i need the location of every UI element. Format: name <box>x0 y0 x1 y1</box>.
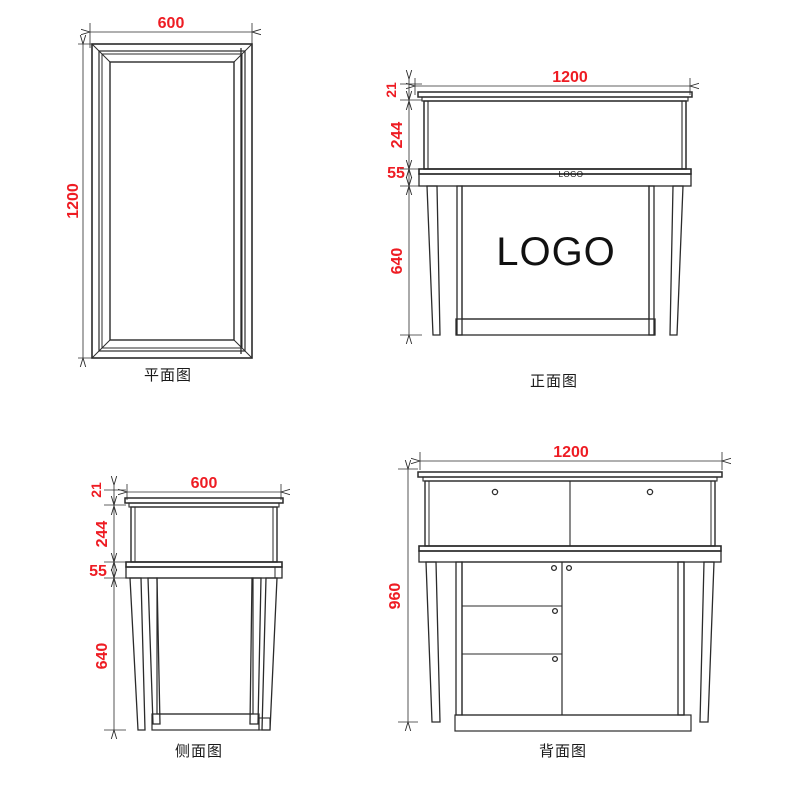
back-leg-far-left <box>425 561 441 723</box>
side-top-cap <box>124 497 284 504</box>
side-plinth <box>151 713 260 731</box>
back-top-cap <box>417 471 723 478</box>
front-leg-left-outer <box>426 185 441 336</box>
front-band-logo-text: LOGO <box>559 170 584 179</box>
side-band-label: 55 <box>89 563 107 580</box>
dimension-text-layer: 600 1200 1200 21 244 55 640 600 21 244 5… <box>65 15 589 669</box>
side-plinth-outer <box>258 717 271 731</box>
front-glass-case <box>423 100 687 170</box>
front-leg-label: 640 <box>389 248 406 275</box>
back-view-group <box>398 452 723 732</box>
plan-outer-frame <box>91 43 253 359</box>
back-counter-band-face <box>418 550 722 563</box>
back-leg-far-right <box>699 561 715 723</box>
front-band-label: 55 <box>387 165 405 182</box>
plan-depth-label: 1200 <box>65 183 82 219</box>
front-top-cap <box>417 91 693 98</box>
plan-glass-opening <box>109 61 235 341</box>
brand-text-layer: LOGO LOGO <box>496 170 616 274</box>
front-plinth <box>455 318 656 336</box>
front-panel-logo-text: LOGO <box>496 230 616 274</box>
back-lower-cabinet <box>461 561 685 716</box>
back-lower-lock-b <box>565 564 573 572</box>
back-lower-lock-a <box>550 564 558 572</box>
front-view-label: 正面图 <box>530 372 579 390</box>
back-view-label: 背面图 <box>539 742 588 760</box>
front-leg-left-inner <box>456 185 463 336</box>
front-leg-right-inner <box>648 185 655 336</box>
side-leg-back-outer <box>261 577 278 731</box>
side-cap-label: 21 <box>88 482 104 498</box>
front-cap-label: 21 <box>383 82 399 98</box>
side-view-label: 侧面图 <box>175 742 224 760</box>
plan-view-group <box>78 23 252 358</box>
front-counter-band-face <box>418 173 692 187</box>
back-lower-lock-d <box>551 655 559 663</box>
back-leg-left-inner <box>455 561 463 716</box>
front-width-label: 1200 <box>552 69 588 86</box>
side-leg-back-inner <box>249 577 262 725</box>
side-leg-front-outer <box>129 577 146 731</box>
side-vertical-dimension-chain <box>104 485 126 730</box>
side-counter-band <box>125 561 283 568</box>
side-glass-case <box>130 506 278 563</box>
back-lower-lock-c <box>551 607 559 615</box>
back-height-label: 960 <box>387 583 404 610</box>
side-depth-label: 600 <box>191 475 218 492</box>
plan-view-label: 平面图 <box>144 366 193 384</box>
front-counter-band <box>418 168 692 175</box>
side-leg-front-inner <box>147 577 161 725</box>
front-vertical-dimension-chain <box>400 79 422 335</box>
side-cabinet-body <box>156 577 254 715</box>
back-width-label: 1200 <box>553 444 589 461</box>
back-counter-band <box>418 545 722 552</box>
back-upper-lock-right <box>646 488 654 496</box>
back-plinth <box>454 714 692 732</box>
front-leg-right-outer <box>669 185 684 336</box>
back-leg-right-inner <box>677 561 685 716</box>
back-upper-lock-left <box>491 488 499 496</box>
plan-frame-band <box>98 50 246 352</box>
plan-frame-inner-band <box>101 53 243 349</box>
front-case-label: 244 <box>389 122 406 149</box>
side-case-label: 244 <box>94 521 111 548</box>
back-width-dimension <box>420 452 722 470</box>
front-view-group <box>400 78 692 335</box>
side-view-group <box>104 484 283 730</box>
side-leg-label: 640 <box>94 643 111 670</box>
back-height-dimension <box>398 469 418 722</box>
side-counter-band-face <box>125 566 283 579</box>
plan-mitre-lines <box>91 43 253 359</box>
plan-width-label: 600 <box>158 15 185 32</box>
